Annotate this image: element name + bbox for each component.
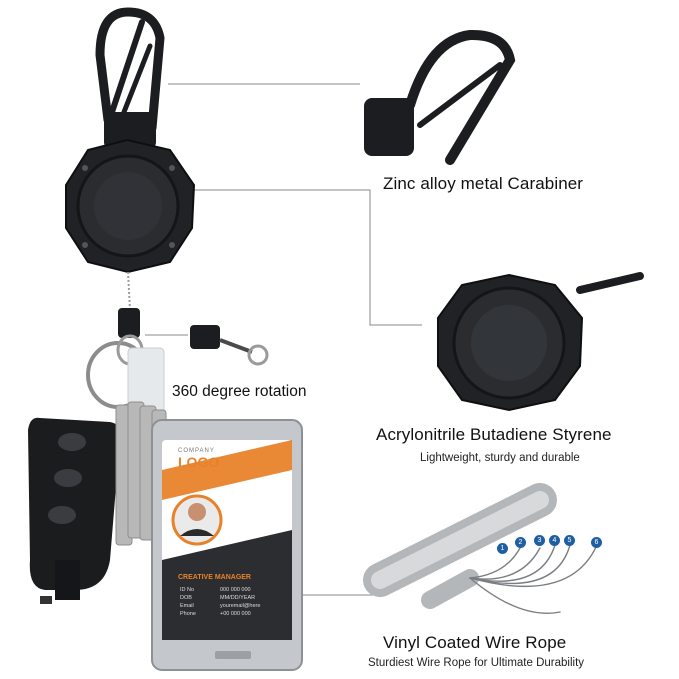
strand-badge: 5 [564,535,575,546]
badge-field-value: 000 000 000 [220,587,251,593]
wire-rope-subtitle: Sturdiest Wire Rope for Ultimate Durabil… [368,657,585,669]
badge-field-value: youremail@here [220,603,261,609]
badge-field-row: DOB MM/DD/YEAR [180,594,290,602]
badge-company-text: COMPANY [178,448,215,454]
badge-field-row: Email youremail@here [180,602,290,610]
reel-detail [437,272,644,412]
strand-badge: 4 [549,535,560,546]
shell-material-label: Acrylonitrile Butadiene Styrene [376,425,612,444]
badge-role: CREATIVE MANAGER [178,574,251,581]
strand-badge: 3 [534,535,545,546]
cord-end-cap [118,308,140,338]
badge-field-label: ID No [180,587,195,593]
badge-field-value: MM/DD/YEAR [220,595,256,601]
wire-rope-detail [363,483,598,614]
strand-badge: 2 [515,537,526,548]
carabiner-label: Zinc alloy metal Carabiner [383,174,584,193]
car-key-fob [28,417,121,604]
carabiner [95,7,165,133]
badge-field-label: DOB [180,595,192,601]
badge-field-row: ID No 000 000 000 [180,586,290,594]
carabiner-detail-panel [360,22,664,164]
rotation-detail [190,325,269,366]
id-badge-holder [151,419,303,671]
reel-body [65,112,196,274]
badge-fields: ID No 000 000 000 DOB MM/DD/YEAR Email y… [180,586,290,618]
badge-field-row: Phone +00 000 000 [180,610,290,618]
strand-badge: 6 [591,537,602,548]
badge-logo-text: LOGO [178,454,220,470]
badge-field-label: Email [180,603,194,609]
wire-cord [127,271,131,311]
badge-field-value: +00 000 000 [220,611,251,617]
wire-rope-label: Vinyl Coated Wire Rope [383,633,567,652]
shell-material-subtitle: Lightweight, sturdy and durable [420,452,580,464]
strand-badge: 1 [497,543,508,554]
badge-field-label: Phone [180,611,196,617]
carabiner-detail [364,29,516,165]
rotation-label: 360 degree rotation [172,383,307,400]
